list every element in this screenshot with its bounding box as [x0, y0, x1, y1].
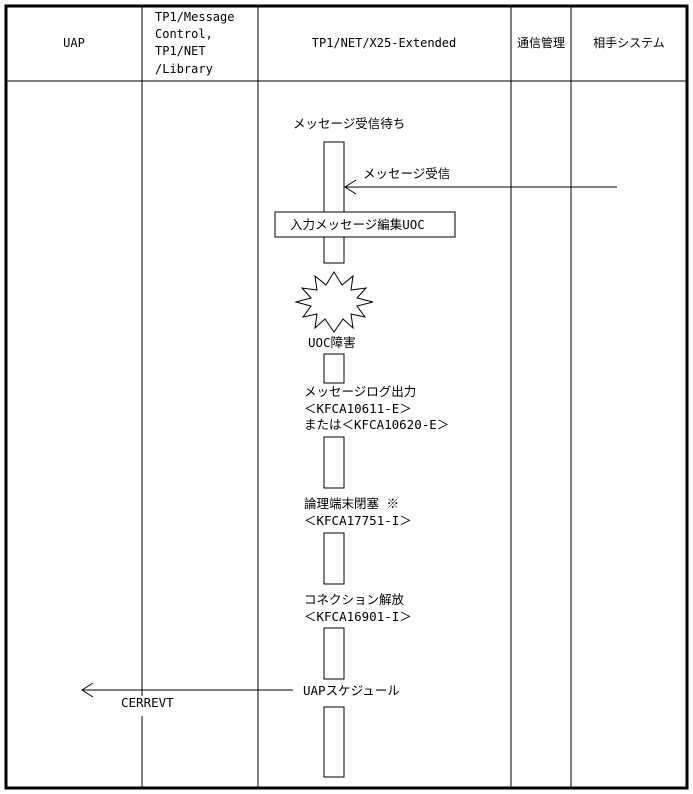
header-comm: 通信管理	[517, 35, 565, 50]
label-receive: メッセージ受信	[363, 166, 450, 181]
header-mcf-line-4: /Library	[155, 62, 213, 76]
label-release-line-2: ＜KFCA16901-I＞	[304, 609, 412, 624]
header-x25: TP1/NET/X25-Extended	[312, 36, 457, 50]
header-mcf-line-1: TP1/Message	[155, 10, 234, 24]
error-starburst-icon	[294, 271, 374, 333]
activation-bar-4	[323, 532, 345, 585]
label-msglog-line-2: ＜KFCA10611-E＞	[304, 401, 412, 416]
activation-bar-6	[323, 706, 345, 778]
label-uoc-error: UOC障害	[308, 335, 356, 350]
label-msglog-line-1: メッセージログ出力	[304, 384, 416, 399]
label-block-line-2: ＜KFCA17751-I＞	[304, 513, 412, 528]
cerrevt-arrowhead	[81, 682, 94, 698]
header-remote: 相手システム	[593, 36, 665, 50]
label-block-line-1: 論理端末閉塞 ※	[304, 496, 399, 511]
label-release-line-1: コネクション解放	[304, 592, 405, 607]
header-mcf-line-3: TP1/NET	[155, 44, 206, 58]
outer-frame	[4, 4, 689, 790]
header-uap: UAP	[63, 36, 85, 50]
activation-bar-3	[323, 436, 345, 489]
label-schedule: UAPスケジュール	[303, 683, 400, 698]
uoc-box-label: 入力メッセージ編集UOC	[290, 217, 425, 232]
uoc-box	[274, 211, 456, 238]
header-mcf-line-2: Control,	[155, 27, 213, 41]
label-cerrevt: CERREVT	[121, 695, 174, 710]
activation-bar-2	[323, 353, 345, 384]
activation-bar-5	[323, 627, 345, 680]
activation-bar-1	[323, 141, 345, 264]
label-msglog-line-3: または＜KFCA10620-E＞	[304, 417, 449, 432]
label-wait: メッセージ受信待ち	[293, 116, 405, 131]
receive-arrowhead	[344, 179, 357, 195]
